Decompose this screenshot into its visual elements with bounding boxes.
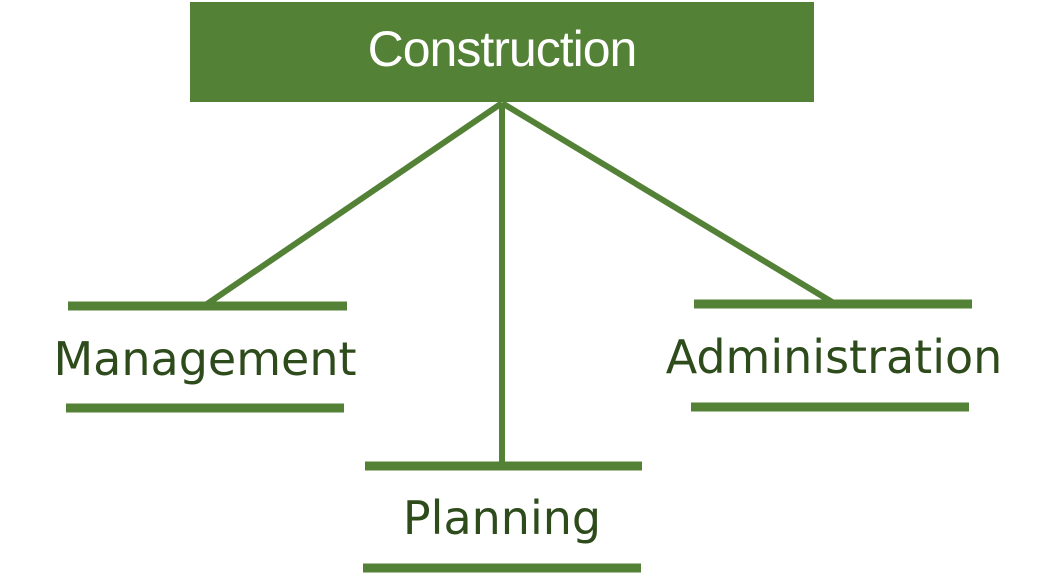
connector-administration xyxy=(500,100,834,305)
node-management-label: Management xyxy=(53,332,357,386)
root-box-shape xyxy=(190,2,814,102)
root-node: Construction xyxy=(190,2,814,102)
root-node-label: Construction xyxy=(367,21,638,77)
connector-management xyxy=(205,100,504,307)
node-planning-label: Planning xyxy=(402,491,602,545)
node-administration-label: Administration xyxy=(665,330,1003,384)
